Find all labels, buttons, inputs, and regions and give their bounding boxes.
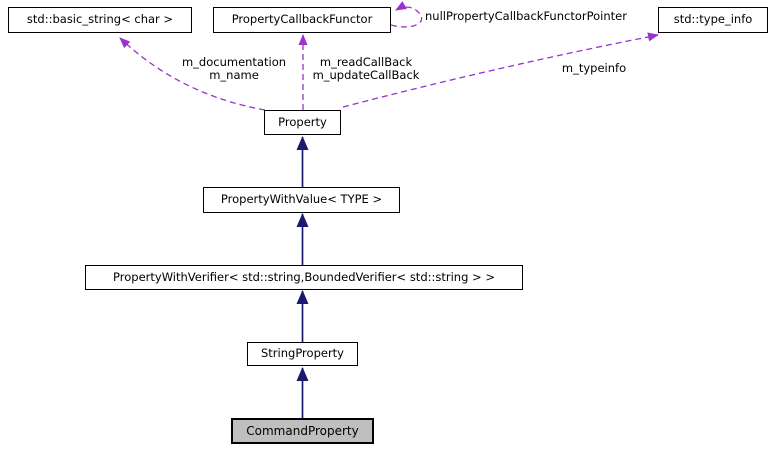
usage-arrow-callback-functor-self-loop <box>390 1 423 28</box>
class-node-std-basic-string[interactable]: std::basic_string< char > <box>8 7 192 33</box>
class-node-property-with-value[interactable]: PropertyWithValue< TYPE > <box>203 187 400 213</box>
class-node-property-callback-functor[interactable]: PropertyCallbackFunctor <box>213 7 391 33</box>
class-node-command-property: CommandProperty <box>231 418 374 444</box>
edge-label-read-update-callback: m_readCallBack m_updateCallBack <box>312 55 420 82</box>
class-node-std-type-info[interactable]: std::type_info <box>658 7 768 33</box>
edge-label-typeinfo: m_typeinfo <box>561 61 627 75</box>
usage-arrow-property-to-type-info <box>342 32 659 108</box>
class-node-string-property[interactable]: StringProperty <box>247 342 358 366</box>
class-node-property[interactable]: Property <box>264 110 341 135</box>
usage-arrow-property-to-basic-string <box>119 37 266 111</box>
edge-label-documentation-name: m_documentation m_name <box>181 55 287 82</box>
class-node-property-with-verifier[interactable]: PropertyWithVerifier< std::string,Bounde… <box>85 265 523 290</box>
edge-label-null-callback-functor-pointer: nullPropertyCallbackFunctorPointer <box>425 9 627 23</box>
